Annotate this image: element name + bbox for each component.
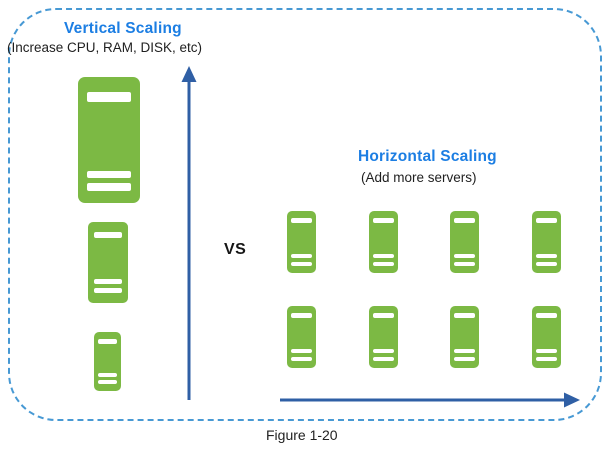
server-icon — [532, 211, 561, 273]
horizontal-scaling-subtitle: (Add more servers) — [361, 170, 477, 185]
server-icon — [287, 211, 316, 273]
up-arrow-icon — [181, 66, 197, 400]
vs-label: VS — [224, 241, 247, 258]
server-icon-medium — [88, 222, 128, 303]
horizontal-scaling-title: Horizontal Scaling — [358, 148, 497, 165]
server-icon-large — [78, 77, 140, 203]
server-icon — [450, 211, 479, 273]
vertical-scaling-subtitle: (Increase CPU, RAM, DISK, etc) — [7, 40, 203, 55]
figure-caption: Figure 1-20 — [266, 427, 338, 443]
vertical-scaling-title: Vertical Scaling — [64, 20, 182, 37]
server-icon — [369, 211, 398, 273]
diagram-dashed-border — [8, 8, 602, 421]
server-icon — [369, 306, 398, 368]
server-icon — [450, 306, 479, 368]
server-icon — [532, 306, 561, 368]
server-icon-small — [94, 332, 121, 391]
right-arrow-icon — [280, 392, 580, 408]
server-icon — [287, 306, 316, 368]
